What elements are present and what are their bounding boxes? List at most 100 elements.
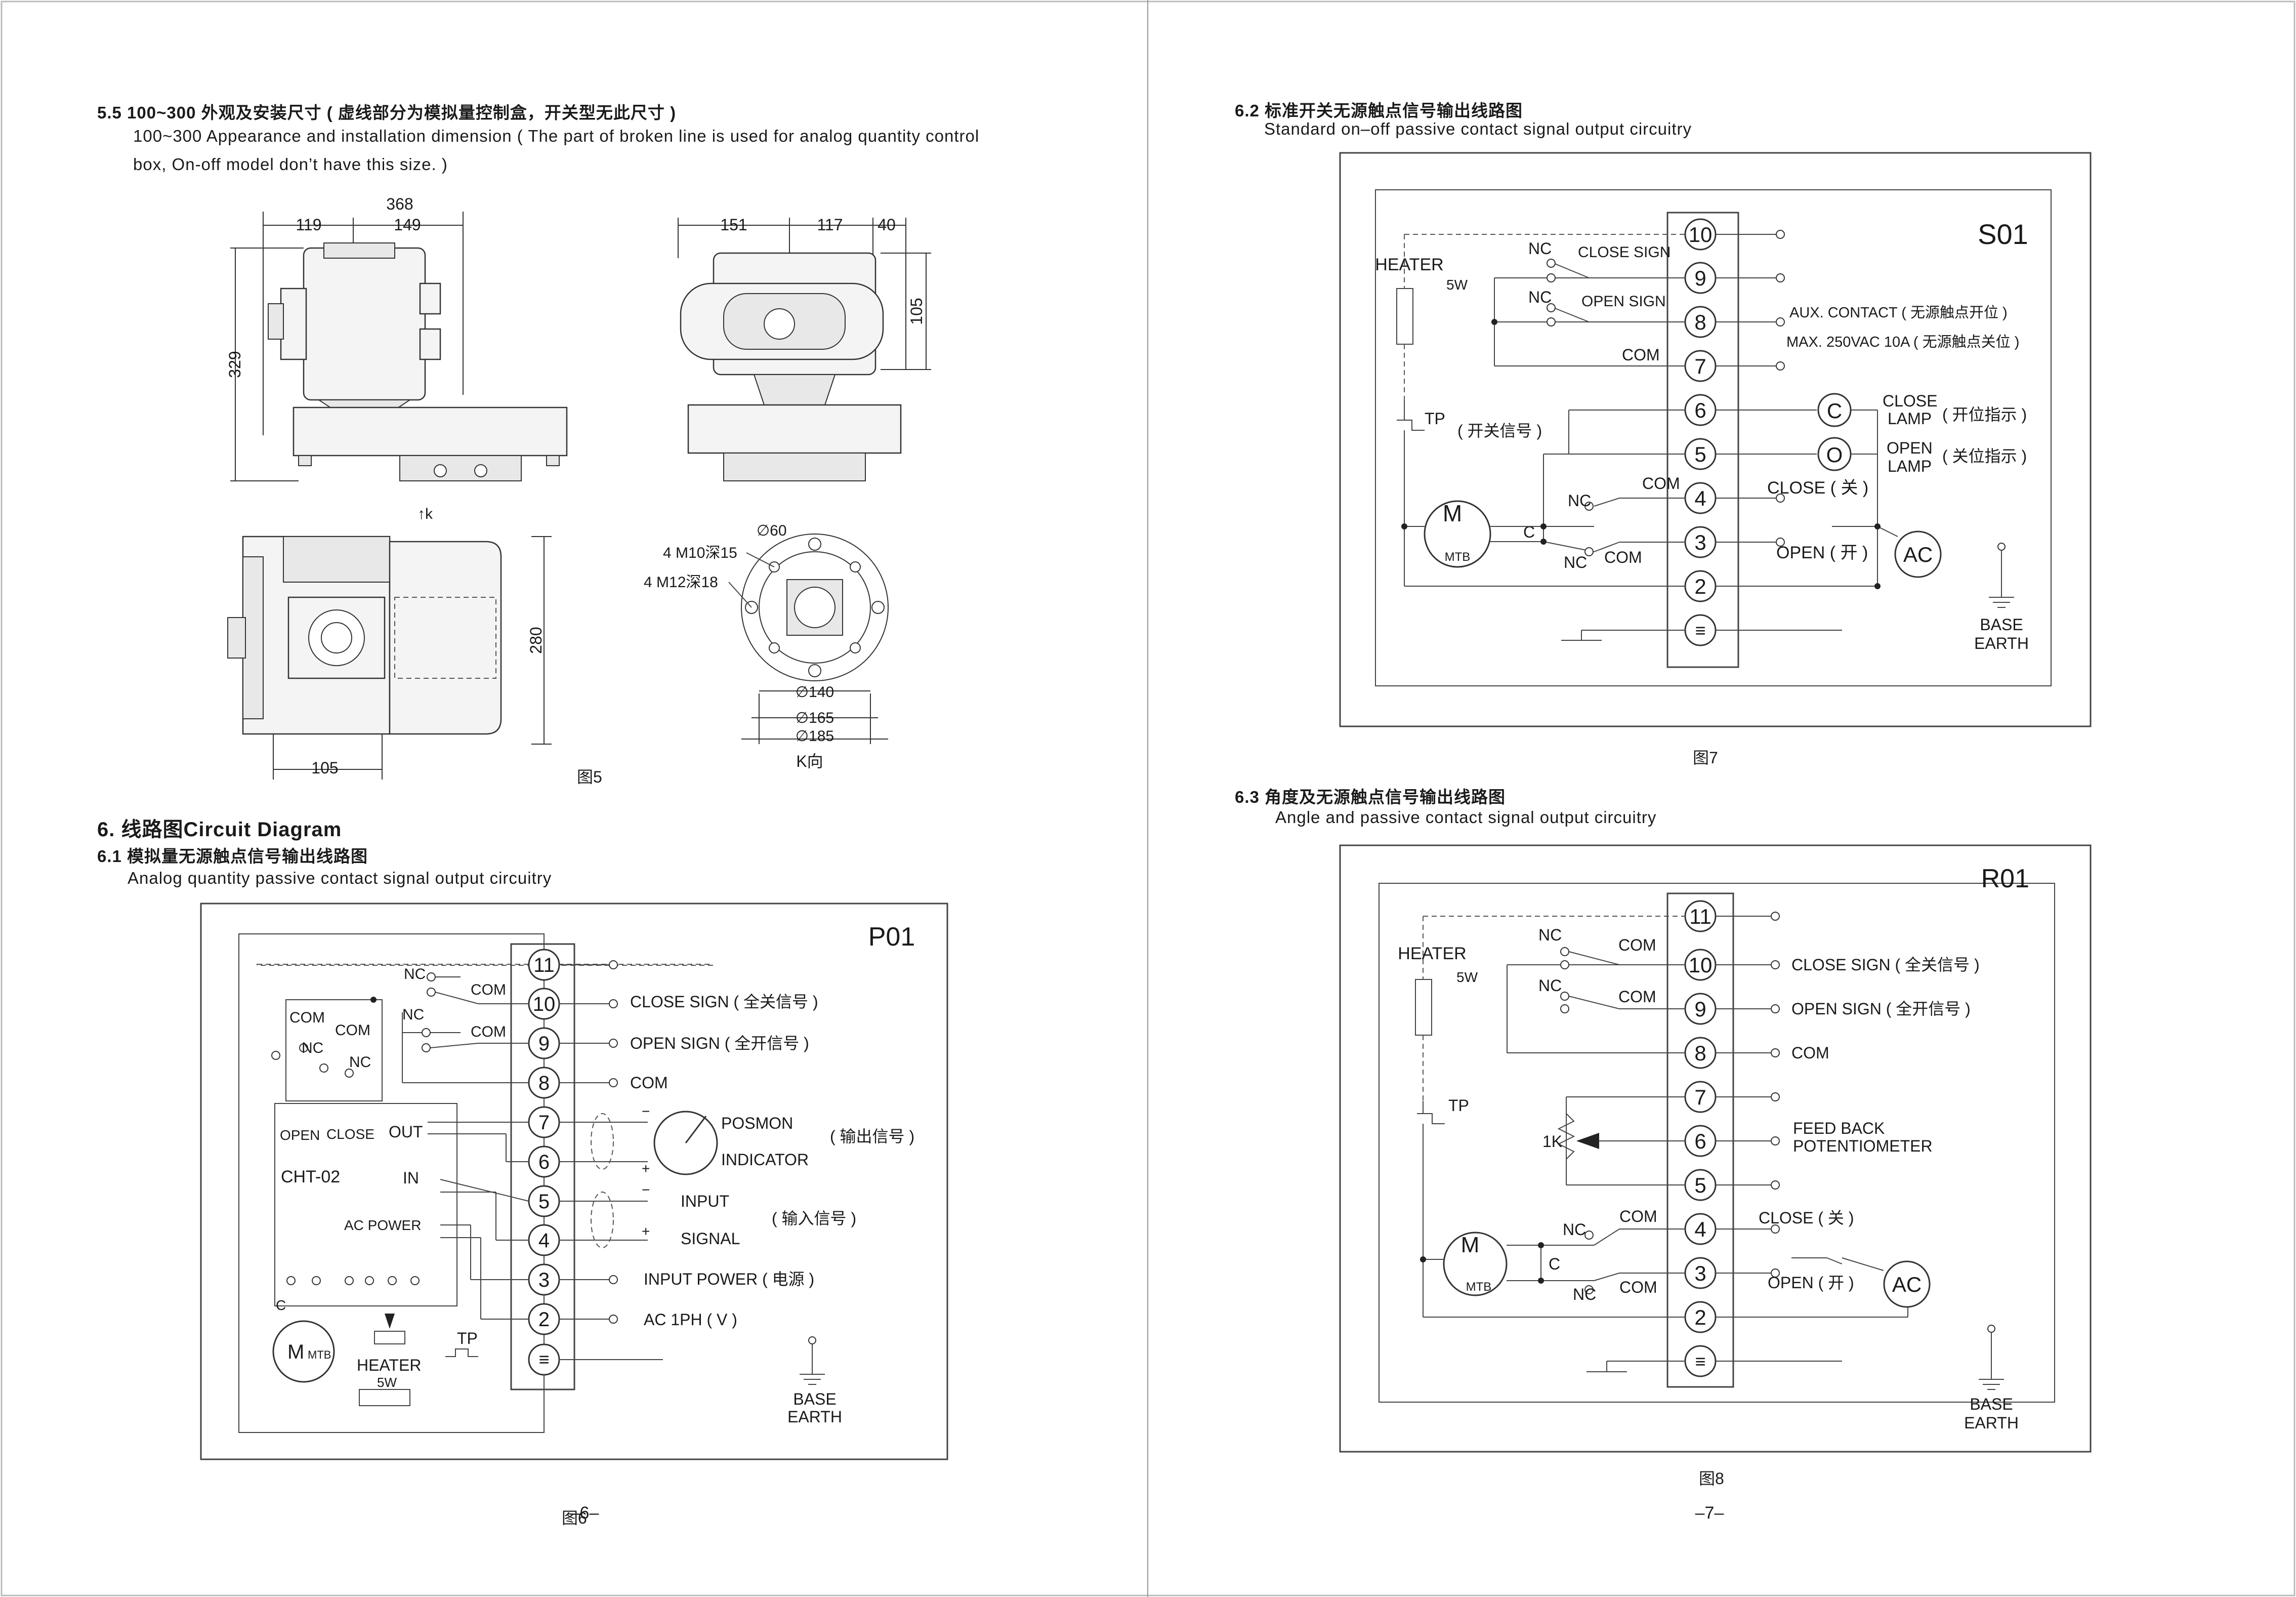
r01-ac: AC [1892,1273,1922,1296]
section-6-3-description: Angle and passive contact signal output … [1275,808,1657,827]
p01-dashed-line [257,964,713,966]
r01-feedback-1: FEED BACK [1793,1119,1885,1137]
r01-terminal-block [1666,892,1734,1388]
flange-k-view: ∅60 4 M10深15 4 M12深18 ∅140 ∅165 ∅185 K向 [644,522,889,770]
s01-nc-a: NC [1528,239,1552,258]
s01-label: S01 [1978,218,2028,250]
dim-phi140: ∅140 [796,684,834,701]
s01-switch-signal: ( 开关信号 ) [1457,422,1542,440]
r01-nc-a: NC [1538,926,1562,944]
actuator-front-view: 368 119 149 329 ↑k [226,195,568,522]
s01-lamp-o: O [1826,443,1843,467]
r01-terminal-9: 9 [1694,997,1706,1021]
figure-7-caption: 图7 [1693,749,1718,767]
dim-280: 280 [527,627,545,653]
s01-terminal-earth: ≡ [1695,620,1705,641]
figure-5-caption: 图5 [577,768,602,786]
p01-motor-m: M [287,1341,304,1363]
p01-com-1: COM [471,981,506,998]
s01-earth: EARTH [1974,634,2029,652]
p01-mtb: MTB [308,1348,331,1361]
p01-heater-resistor [359,1389,410,1406]
r01-feedback-2: POTENTIOMETER [1793,1137,1933,1155]
s01-ac-source [1894,530,1942,578]
s01-tp: TP [1425,410,1445,428]
dim-105-side: 105 [907,298,926,324]
s01-com: COM [1622,346,1660,364]
s01-close-lamp [1817,393,1852,427]
p01-earth: EARTH [787,1408,842,1426]
s01-terminals: 10 9 8 7 6 5 4 3 2 ≡ [1684,218,1717,646]
s01-close-sign: CLOSE SIGN [1578,244,1671,261]
circuit-r01: R01 11 10 9 8 7 6 5 4 3 2 ≡ [1339,844,2092,1453]
r01-open-k: OPEN ( 开 ) [1768,1274,1854,1292]
dim-105-bottom: 105 [311,759,338,777]
p01-terminal-6: 6 [538,1151,550,1173]
p01-terminals: 11 10 9 8 7 6 5 4 3 2 ≡ [528,949,560,1376]
r01-base-earth-symbol [1979,1325,2004,1390]
svg-text:+: + [642,1223,650,1239]
p01-base-earth-symbol [800,1336,825,1385]
r01-terminal-6: 6 [1694,1129,1706,1153]
s01-open-k: OPEN ( 开 ) [1776,543,1868,562]
r01-ac-source [1883,1260,1931,1308]
p01-open-sign: OPEN SIGN ( 全开信号 ) [630,1034,809,1052]
s01-aux-contact: AUX. CONTACT ( 无源触点开位 ) [1789,304,2008,321]
dim-m10: 4 M10深15 [663,545,737,561]
p01-close-sign: CLOSE SIGN ( 全关信号 ) [630,993,818,1011]
dim-368: 368 [386,195,413,213]
s01-ac: AC [1903,543,1933,566]
dim-117: 117 [817,216,843,234]
p01-left-com-2: COM [335,1022,370,1039]
r01-terminal-4: 4 [1694,1217,1706,1241]
p01-nc-1: NC [404,966,426,982]
r01-tp: TP [1448,1096,1469,1115]
r01-com-3: COM [1619,1278,1657,1296]
p01-base: BASE [793,1390,836,1408]
s01-max-rating: MAX. 250VAC 10A ( 无源触点关位 ) [1786,334,2019,350]
s01-com-3: COM [1604,548,1642,566]
s01-terminal-5: 5 [1694,442,1706,466]
s01-close-indication: ( 开位指示 ) [1942,405,2027,424]
r01-com-4: COM [1619,1207,1657,1225]
svg-text:+: + [642,1161,650,1176]
r01-close-sign: CLOSE SIGN ( 全关信号 ) [1791,956,1980,974]
r01-label: R01 [1981,864,2029,893]
s01-base: BASE [1980,616,2023,634]
s01-close-k: CLOSE ( 关 ) [1767,478,1868,498]
figure-6-caption: 图6 [562,1509,587,1527]
r01-com-a: COM [1618,936,1656,954]
s01-heater: HEATER [1375,255,1443,274]
p01-ac-power: AC POWER [344,1217,421,1233]
s01-nc-4: NC [1568,492,1591,510]
r01-terminal-5: 5 [1694,1173,1706,1197]
section-5-5-title: 5.5 100~300 外观及安装尺寸 ( 虚线部分为模拟量控制盒，开关型无此尺… [97,103,677,122]
k-view-label: K向 [796,752,823,770]
dim-149: 149 [394,216,421,234]
p01-terminal-10: 10 [533,993,556,1015]
p01-com-2: COM [471,1023,506,1040]
section-6-1-description: Analog quantity passive contact signal o… [128,869,552,887]
p01-terminal-2: 2 [538,1308,550,1331]
s01-c: C [1523,523,1535,541]
page-number-left-text: –6– [570,1503,599,1523]
s01-terminal-10: 10 [1689,223,1713,247]
p01-close: CLOSE [326,1126,374,1142]
p01-label: P01 [868,922,915,952]
p01-terminal-11: 11 [533,954,555,976]
s01-mtb: MTB [1445,550,1471,564]
page-number-right: –7– [1695,1503,1724,1523]
s01-open-lamp [1817,437,1852,471]
p01-tp: TP [457,1329,478,1347]
s01-5w: 5W [1446,277,1468,293]
s01-terminal-4: 4 [1694,486,1706,510]
p01-terminal-block [510,943,575,1390]
circuit-s01: S01 10 9 8 7 6 5 4 3 2 ≡ [1339,152,2092,727]
cht-02-module [274,1103,457,1306]
r01-c: C [1549,1255,1560,1273]
dim-119: 119 [296,216,321,234]
p01-terminal-9: 9 [538,1033,550,1055]
s01-base-earth-symbol [1989,543,2014,608]
k-view-arrow: ↑k [418,506,433,522]
